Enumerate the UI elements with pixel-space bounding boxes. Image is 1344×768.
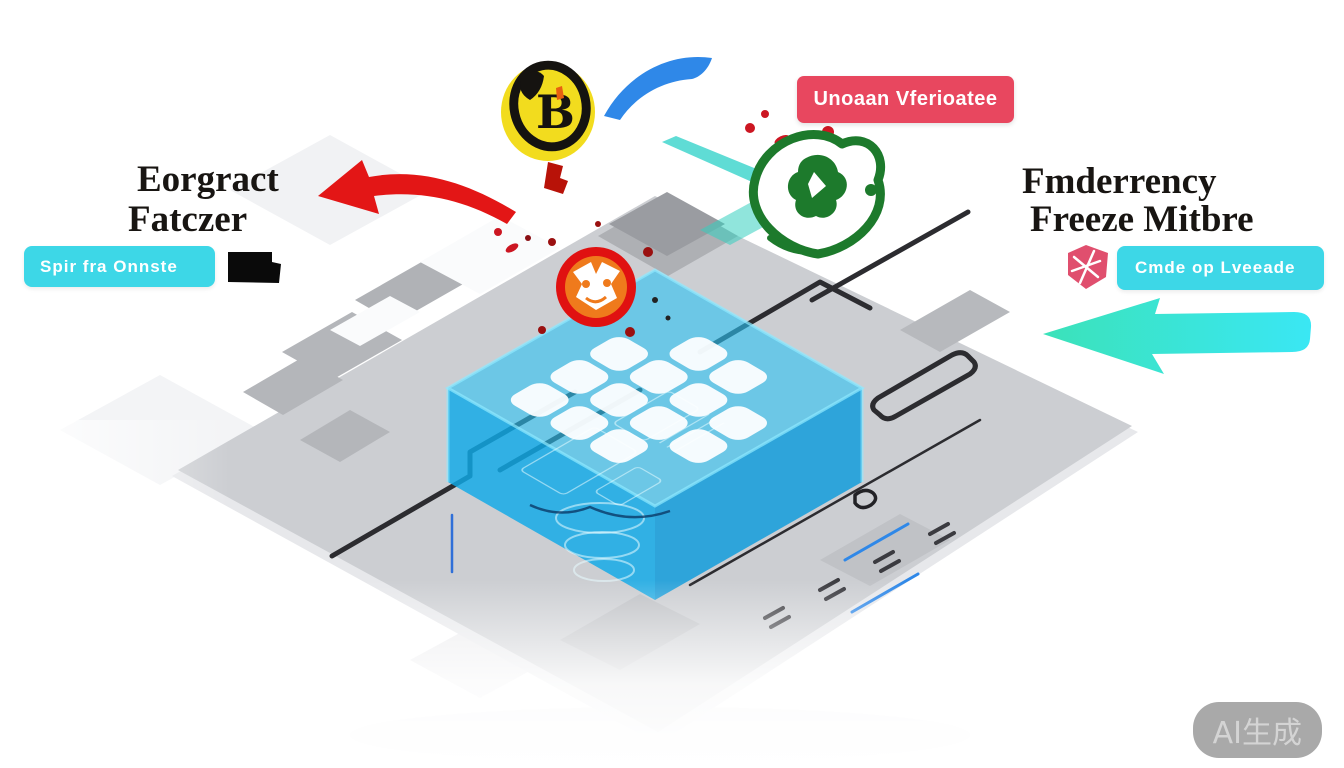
teal-right-arrow <box>1043 298 1312 374</box>
heading-left-line2: Fatczer <box>128 199 248 240</box>
blue-curve-arrow <box>604 56 712 120</box>
malware-alert-icon <box>538 221 671 337</box>
top-pink-badge: Unoaan Vferioatee <box>797 76 1014 123</box>
right-cyan-tag: Cmde op Lveeade <box>1117 246 1324 290</box>
left-cyan-tag: Spir fra Onnste <box>24 246 215 287</box>
heading-right-line1: Fmderrency <box>1022 161 1217 202</box>
heading-left-line1: Eorgract <box>137 159 279 200</box>
left-fade <box>0 420 230 768</box>
pink-shield-icon <box>1068 245 1108 289</box>
red-arrow <box>318 160 516 224</box>
white-block-grid <box>510 337 768 463</box>
heading-right-line2: Freeze Mitbre <box>1030 199 1254 240</box>
red-splatter-center <box>494 162 568 253</box>
svg-text:B: B <box>536 85 575 139</box>
blue-chip-cube <box>444 268 866 600</box>
crypto-coin-icon: B <box>501 60 595 161</box>
ai-generated-watermark: AI生成 <box>1192 702 1322 758</box>
security-shield-icon <box>748 130 886 259</box>
black-flag-shape <box>228 252 281 283</box>
